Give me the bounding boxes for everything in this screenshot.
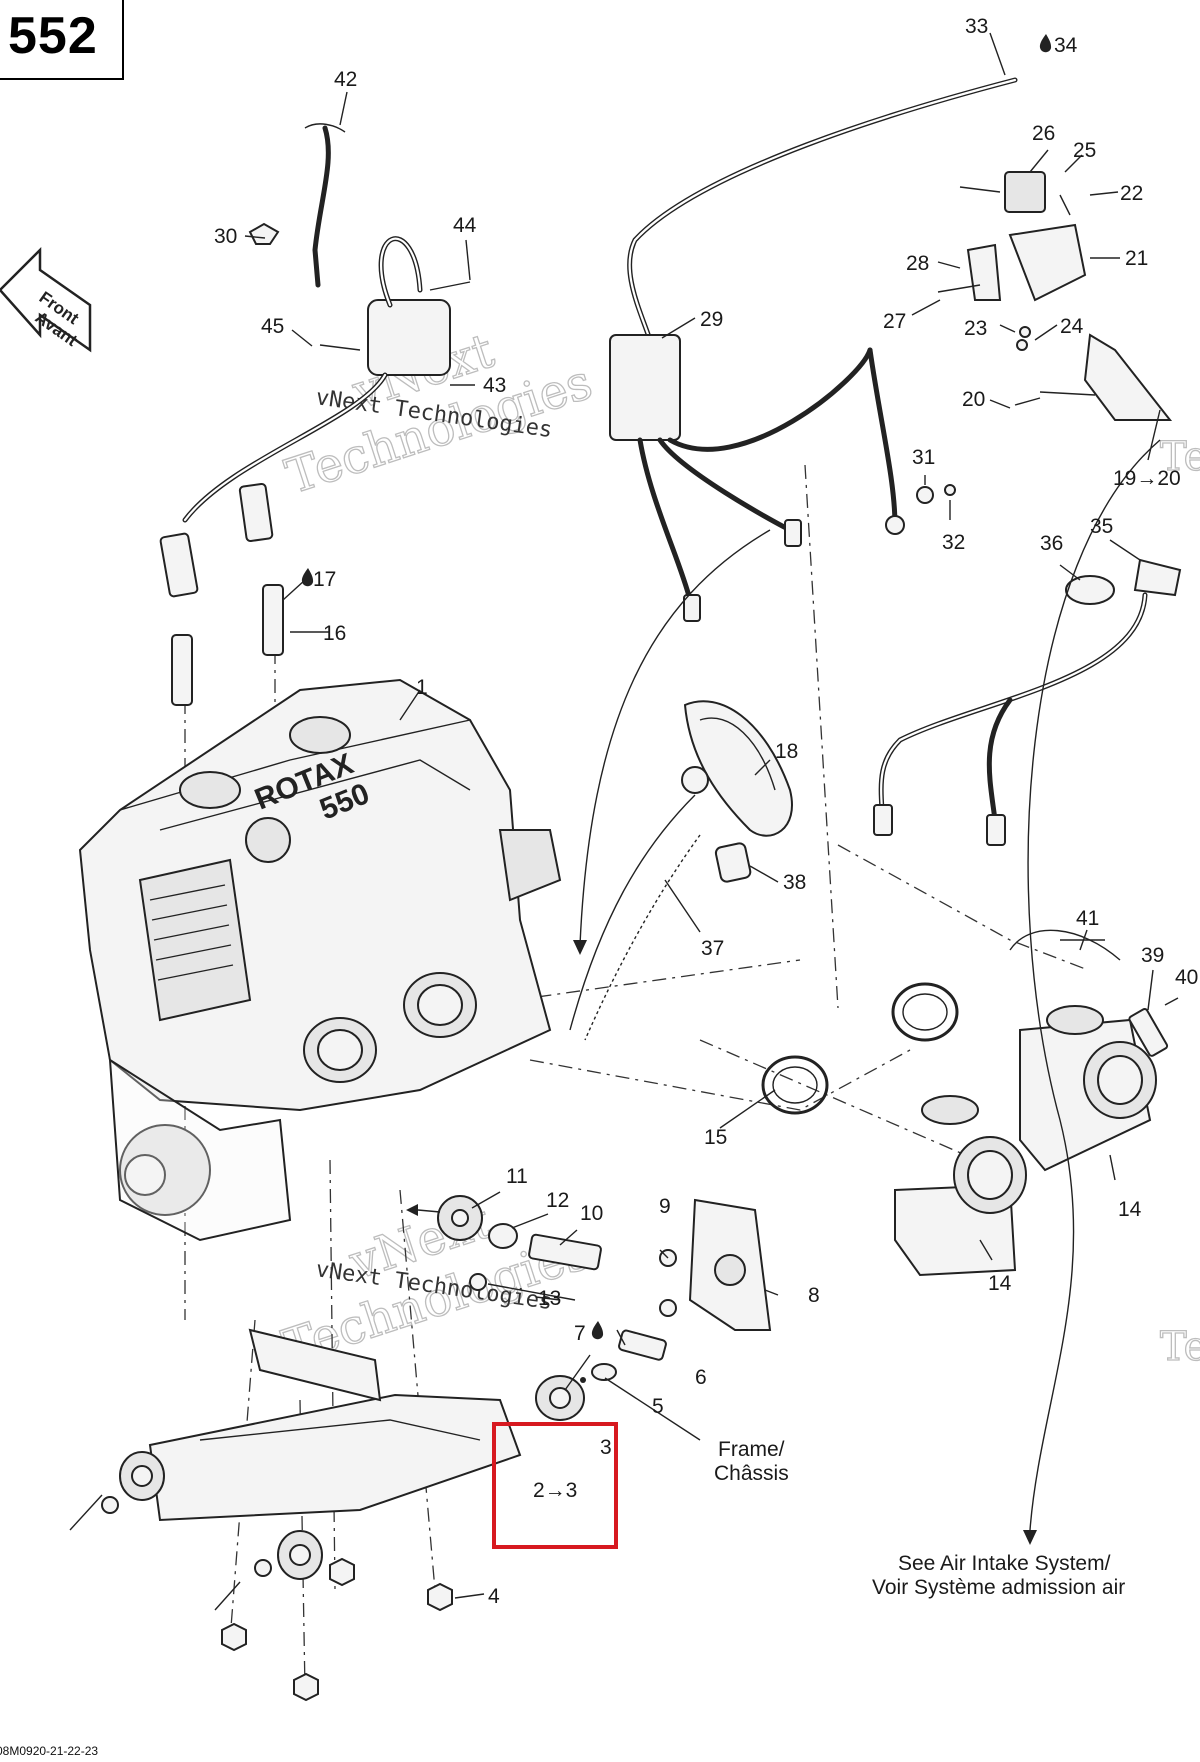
callout-leader-lines xyxy=(244,32,1179,1599)
callout-3: 3 xyxy=(600,1436,612,1459)
throttle-switch-assembly xyxy=(937,171,1173,421)
wiring-harness-upper xyxy=(609,77,1018,622)
drawing-reference-code: 08M0920-21-22-23 xyxy=(0,1744,99,1758)
callout-37: 37 xyxy=(701,937,724,960)
callout-4: 4 xyxy=(488,1585,500,1608)
callout-29: 29 xyxy=(700,308,723,331)
spark-plugs xyxy=(171,584,284,706)
air-intake-note-line1: See Air Intake System/ xyxy=(898,1552,1111,1575)
air-intake-reference-arrow xyxy=(406,439,1161,1545)
callout-41: 41 xyxy=(1076,907,1099,930)
callout-7: 7 xyxy=(574,1322,586,1345)
callout-14-left: 14 xyxy=(988,1272,1012,1295)
highlighted-part-box xyxy=(492,1422,618,1549)
callout-38: 38 xyxy=(783,871,806,894)
callout-10: 10 xyxy=(580,1202,603,1225)
reference-notes: Frame/ Châssis See Air Intake System/ Vo… xyxy=(714,1438,1125,1599)
engine-mount-hardware xyxy=(69,1195,772,1702)
callout-23: 23 xyxy=(964,317,987,340)
page-number: 552 xyxy=(8,7,98,65)
callout-20: 20 xyxy=(962,388,985,411)
callout-16: 16 xyxy=(323,622,346,645)
engine-block: ROTAX 550 xyxy=(78,678,562,1242)
drop-icon-34 xyxy=(1039,34,1052,53)
callout-25: 25 xyxy=(1073,139,1096,162)
ignition-coil-assembly xyxy=(159,123,471,598)
callout-31: 31 xyxy=(912,446,935,469)
callout-45: 45 xyxy=(261,315,284,338)
callout-6: 6 xyxy=(695,1366,707,1389)
frame-note-line2: Châssis xyxy=(714,1462,789,1485)
lubricant-drop-icons xyxy=(301,34,1052,1340)
callout-5: 5 xyxy=(652,1395,664,1418)
callout-17: 17 xyxy=(313,568,336,591)
front-direction-arrow: Front Avant xyxy=(0,246,92,353)
callout-2-3: 2→3 xyxy=(533,1479,577,1502)
callout-44: 44 xyxy=(453,214,477,237)
callout-33: 33 xyxy=(965,15,988,38)
callout-labels: 42 30 44 45 43 33 34 26 25 22 21 28 27 2… xyxy=(214,15,1198,1608)
callout-12: 12 xyxy=(546,1189,569,1212)
callout-36: 36 xyxy=(1040,532,1063,555)
drop-icon-17 xyxy=(301,568,314,587)
callout-42: 42 xyxy=(334,68,357,91)
drop-icon-7 xyxy=(591,1321,604,1340)
callout-11: 11 xyxy=(506,1165,528,1188)
callout-15: 15 xyxy=(704,1126,727,1149)
callout-35: 35 xyxy=(1090,515,1113,538)
callout-30: 30 xyxy=(214,225,237,248)
recoil-starter-handle xyxy=(569,700,793,1041)
air-intake-note-line2: Voir Système admission air xyxy=(872,1576,1125,1599)
callout-28: 28 xyxy=(906,252,929,275)
watermark-edge-top: Te xyxy=(1160,434,1200,480)
callout-8: 8 xyxy=(808,1284,820,1307)
page-number-box: 552 xyxy=(0,0,124,80)
callout-1: 1 xyxy=(416,676,428,699)
callout-34: 34 xyxy=(1054,34,1078,57)
throttle-cable-right xyxy=(873,558,1182,846)
callout-13: 13 xyxy=(538,1287,561,1310)
callout-43: 43 xyxy=(483,374,506,397)
watermark-edge-bottom: Te xyxy=(1160,1324,1200,1370)
callout-24: 24 xyxy=(1060,315,1084,338)
callout-9: 9 xyxy=(659,1195,671,1218)
callout-27: 27 xyxy=(883,310,906,333)
callout-40: 40 xyxy=(1175,966,1198,989)
callout-19-20: 19→20 xyxy=(1113,467,1181,490)
callout-39: 39 xyxy=(1141,944,1164,967)
callout-22: 22 xyxy=(1120,182,1143,205)
callout-26: 26 xyxy=(1032,122,1055,145)
callout-32: 32 xyxy=(942,531,965,554)
callout-14-right: 14 xyxy=(1118,1198,1142,1221)
callout-18: 18 xyxy=(775,740,798,763)
carburetors xyxy=(761,929,1169,1277)
callout-21: 21 xyxy=(1125,247,1148,270)
frame-note-line1: Frame/ xyxy=(718,1438,785,1461)
